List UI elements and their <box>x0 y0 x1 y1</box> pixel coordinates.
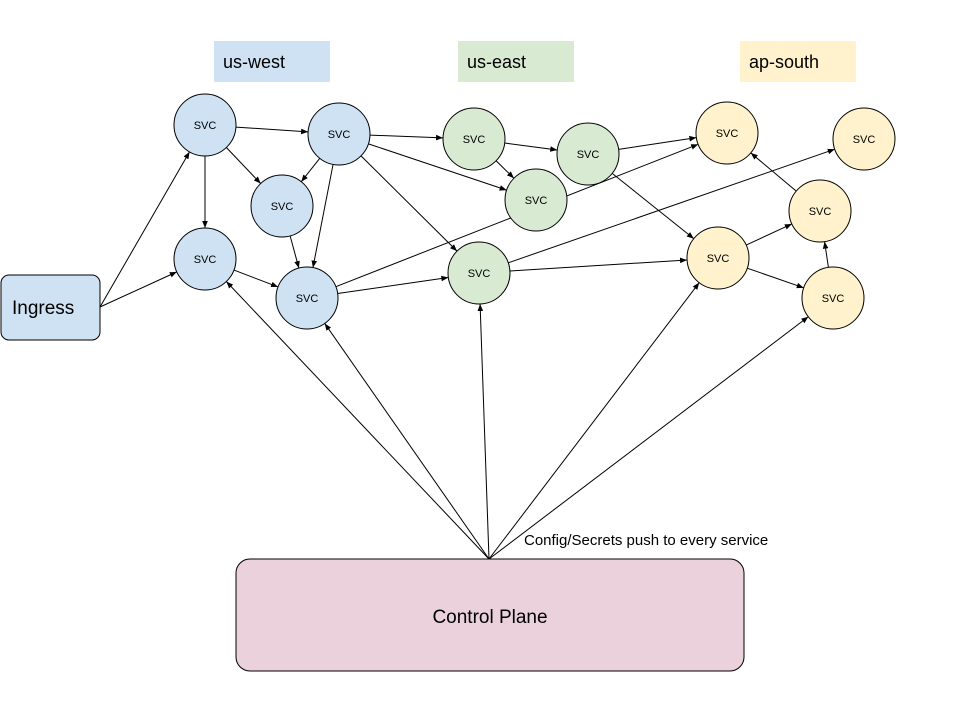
edge-w1-to-w2 <box>235 126 309 135</box>
edge-e2-to-a3 <box>611 172 695 240</box>
service-circle <box>250 174 314 238</box>
edge-w1-to-w3 <box>225 147 262 184</box>
service-label: SVC <box>468 268 491 280</box>
service-circle <box>801 266 865 330</box>
edge-control-to-e4 <box>477 303 490 560</box>
region-header-bg <box>458 41 574 82</box>
service-circle <box>447 241 511 305</box>
service-node-w1: SVC <box>173 93 237 157</box>
service-circle <box>788 179 852 243</box>
edge-w5-to-e4 <box>337 275 449 295</box>
service-circle <box>832 107 896 171</box>
edge-w2-to-e3 <box>368 143 507 191</box>
edge-ingress-to-w4 <box>99 271 178 308</box>
service-node-a5: SVC <box>801 266 865 330</box>
service-node-e1: SVC <box>442 107 506 171</box>
service-circle <box>695 101 759 165</box>
service-circle <box>173 227 237 291</box>
service-label: SVC <box>525 195 548 207</box>
service-node-a1: SVC <box>695 101 759 165</box>
service-label: SVC <box>707 253 730 265</box>
service-label: SVC <box>194 254 217 266</box>
service-circle <box>686 226 750 290</box>
edge-control-to-a3 <box>488 282 700 560</box>
edges-layer <box>99 126 835 560</box>
edge-w2-to-e1 <box>369 134 444 141</box>
service-label: SVC <box>577 149 600 161</box>
region-label-us-west: us-west <box>223 52 285 72</box>
service-label: SVC <box>194 120 217 132</box>
service-label: SVC <box>822 293 845 305</box>
edge-a5-to-a4 <box>822 241 829 268</box>
service-circle <box>173 93 237 157</box>
service-label: SVC <box>296 293 319 305</box>
ingress-node: Ingress <box>0 274 101 341</box>
edge-w2-to-w3 <box>300 157 321 183</box>
service-label: SVC <box>328 129 351 141</box>
edge-w2-to-w5 <box>311 164 334 268</box>
region-header-ap-south: ap-south <box>740 41 856 82</box>
edge-w3-to-w5 <box>289 235 300 269</box>
service-node-e2: SVC <box>556 122 620 186</box>
control-plane-note: Config/Secrets push to every service <box>524 532 768 549</box>
edge-a3-to-a4 <box>745 223 793 246</box>
control-plane-label: Control Plane <box>432 607 547 628</box>
edge-w4-to-w5 <box>233 269 279 288</box>
edge-w2-to-e4 <box>360 155 458 252</box>
edge-a3-to-a5 <box>747 267 804 289</box>
region-header-us-east: us-east <box>458 41 574 82</box>
services-layer: SVC SVC SVC SVC SVC SVC SVC SVC SVC SVC SVC SVC SVC S… <box>173 93 896 330</box>
service-circle <box>442 107 506 171</box>
ingress-box <box>0 274 101 341</box>
service-circle <box>504 168 568 232</box>
edge-e1-to-e3 <box>495 160 515 179</box>
edge-e4-to-a3 <box>509 257 688 272</box>
service-node-e4: SVC <box>447 241 511 305</box>
service-circle <box>307 102 371 166</box>
service-node-w3: SVC <box>250 174 314 238</box>
region-header-us-west: us-west <box>214 41 330 82</box>
service-circle <box>556 122 620 186</box>
service-circle <box>275 266 339 330</box>
region-label-us-east: us-east <box>467 52 526 72</box>
service-node-a4: SVC <box>788 179 852 243</box>
edge-control-to-w4 <box>225 281 490 560</box>
edge-e4-to-a2 <box>508 148 835 264</box>
ingress-label: Ingress <box>12 298 74 319</box>
region-header-bg <box>214 41 330 82</box>
edge-control-to-a5 <box>488 316 809 560</box>
edge-control-to-w5 <box>324 323 490 560</box>
edge-e2-to-a1 <box>618 135 697 150</box>
region-header-bg <box>740 41 856 82</box>
service-label: SVC <box>853 134 876 146</box>
service-node-w5: SVC <box>275 266 339 330</box>
edge-a4-to-a1 <box>750 152 797 192</box>
edge-e1-to-e2 <box>504 142 558 152</box>
service-label: SVC <box>716 128 739 140</box>
service-label: SVC <box>809 206 832 218</box>
service-node-w4: SVC <box>173 227 237 291</box>
control-plane-box <box>235 558 745 672</box>
region-label-ap-south: ap-south <box>749 52 819 72</box>
service-node-a3: SVC <box>686 226 750 290</box>
service-label: SVC <box>271 201 294 213</box>
edge-ingress-to-w1 <box>99 151 190 308</box>
service-node-e3: SVC <box>504 168 568 232</box>
service-node-a2: SVC <box>832 107 896 171</box>
service-label: SVC <box>463 134 486 146</box>
service-node-w2: SVC <box>307 102 371 166</box>
control-plane-node: Control Plane <box>235 558 745 672</box>
